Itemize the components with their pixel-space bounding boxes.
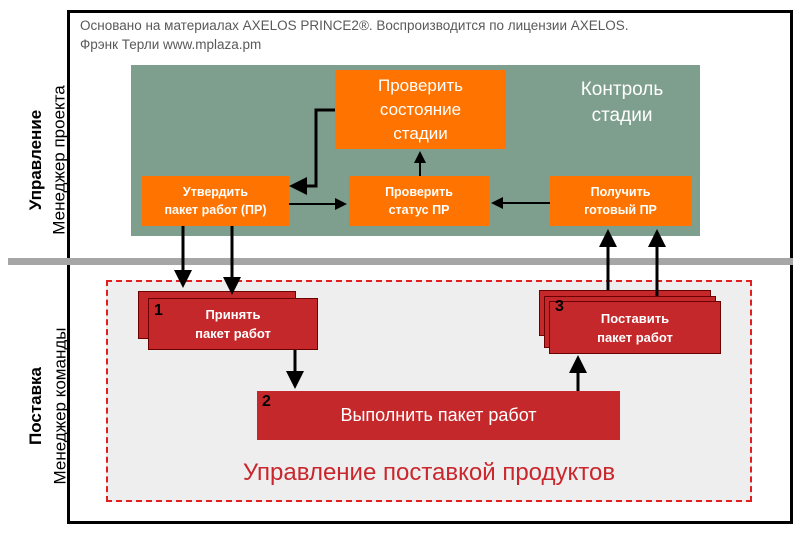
delivery-area-title: Управление поставкой продуктов	[242, 459, 616, 486]
arrow-check-stage-to-approve	[289, 108, 335, 195]
box-approve-work-package: Утвердить пакет работ (ПР)	[142, 176, 289, 226]
credit-line-2: Фрэнк Терли www.mplaza.pm	[80, 37, 262, 52]
outer-frame	[67, 10, 793, 524]
box-deliver-work-package: Поставить пакет работ	[549, 301, 721, 354]
box-check-stage-status: Проверить состояние стадии	[335, 70, 506, 149]
approve-line-2: пакет работ (ПР)	[164, 203, 267, 217]
box-receive-completed-wp: Получить готовый ПР	[550, 176, 691, 226]
check-stage-line-2: состояние	[379, 99, 462, 119]
execute-label: Выполнить пакет работ	[340, 405, 537, 425]
deliver-line-1: Поставить	[600, 310, 670, 326]
control-stage-label: Контроль стадии	[548, 77, 696, 129]
approve-line-1: Утвердить	[182, 185, 249, 199]
accept-line-1: Принять	[205, 307, 261, 322]
receive-line-2: готовый ПР	[584, 203, 657, 217]
check-stage-line-3: стадии	[393, 123, 448, 143]
step-number-3: 3	[555, 298, 564, 315]
accept-line-2: пакет работ	[195, 326, 271, 341]
lane-divider	[8, 258, 793, 265]
deliver-line-2: пакет работ	[597, 329, 673, 345]
step-number-1: 1	[154, 302, 163, 319]
check-status-line-2: статус ПР	[388, 203, 450, 217]
credit-text: Основано на материалах AXELOS PRINCE2®. …	[80, 16, 629, 54]
control-stage-label-line-2: стадии	[591, 105, 653, 126]
credit-line-1: Основано на материалах AXELOS PRINCE2®. …	[80, 18, 629, 33]
control-stage-label-line-1: Контроль	[580, 79, 664, 100]
check-status-line-1: Проверить	[385, 185, 453, 199]
check-stage-line-1: Проверить	[377, 75, 464, 95]
receive-line-1: Получить	[590, 185, 651, 199]
step-number-2: 2	[262, 393, 271, 410]
box-execute-work-package: Выполнить пакет работ	[257, 391, 620, 440]
box-check-wp-status: Проверить статус ПР	[349, 176, 489, 226]
box-accept-work-package: Принять пакет работ	[148, 298, 318, 350]
